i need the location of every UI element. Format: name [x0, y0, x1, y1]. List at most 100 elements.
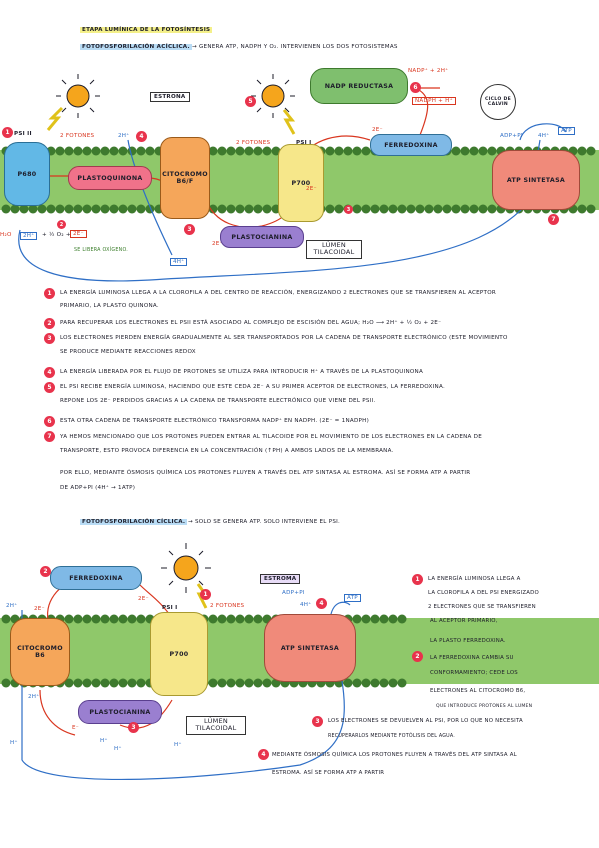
cyclic-heading: FOTOFOSFORILACIÓN CÍCLICA.	[80, 519, 188, 526]
citocromo-complex-2: CITOCROMO B6	[10, 618, 70, 686]
acyclic-heading: FOTOFOSFORILACIÓN ACÍCLICA.	[80, 44, 192, 51]
page-title: ETAPA LUMÍNICA DE LA FOTOSÍNTESIS	[80, 27, 213, 34]
cyclic-photons-label: 2 FOTONES	[210, 603, 245, 609]
ciclo-calvin-label: CICLO DE CALVIN	[484, 97, 512, 107]
psi-label: PSI I	[296, 140, 312, 146]
p700-label: P700	[291, 179, 311, 187]
step-badge-2: 2	[57, 220, 66, 229]
citocromo-label-2: CITOCROMO B6	[17, 645, 63, 659]
side-note-1-line-4: AL ACEPTOR PRIMARIO,	[430, 618, 498, 624]
cyclic-badge-3: 3	[128, 722, 139, 733]
light-bolt-1	[46, 106, 64, 131]
citocromo-complex: CITOCROMO B6/F	[160, 137, 210, 219]
step-badge-7: 7	[548, 214, 559, 225]
side-note-2-line-4: QUE INTRODUCE PROTONES AL LUMEN	[436, 704, 533, 709]
side-note-badge-1: 1	[412, 574, 423, 585]
cyclic-electrons-b: 2e⁻	[138, 596, 149, 602]
side-note-badge-3: 3	[312, 716, 323, 727]
note-badge-7: 7	[44, 431, 55, 442]
estroma-label-2: ESTROMA	[260, 574, 301, 585]
nadp-plus-label: NADP⁺ + 2H⁺	[408, 68, 449, 74]
note-4-line-1: LA ENERGÍA LIBERADA POR EL FLUJO DE PROT…	[60, 369, 424, 375]
note-badge-6: 6	[44, 416, 55, 427]
cyclic-electrons-a: 2e⁻	[34, 606, 45, 612]
cyclic-adp-pi: ADP+Pi	[282, 590, 305, 596]
cyclic-h4: 4H⁺	[300, 602, 312, 608]
note-6-line-1: ESTA OTRA CADENA DE TRANSPORTE ELECTRÓNI…	[60, 418, 370, 424]
plastoquinona-label: PLASTOQUINONA	[77, 174, 143, 182]
photons-label-b: 2 FOTONES	[236, 140, 271, 146]
proton-h-d: H⁺	[174, 742, 182, 748]
side-note-badge-2: 2	[412, 651, 423, 662]
electrons-label-a: 2e⁻	[306, 186, 317, 192]
ferredoxina-complex: FERREDOXINA	[370, 134, 452, 156]
lumen-label-1: LÚMEN TILACOIDAL	[306, 240, 362, 259]
plastocianina-label: PLASTOCIANINA	[231, 233, 293, 241]
side-note-4-line-1: MEDIANTE ÓSMOSIS QUÍMICA LOS PROTONES FL…	[272, 752, 517, 758]
side-note-3-line-2: RECUPERARLOS MEDIANTE FOTÓLISIS DEL AGUA…	[328, 734, 456, 739]
note-5-line-2: REPONE LOS 2e⁻ PERDIDOS GRACIAS A LA CAD…	[60, 398, 376, 404]
side-note-1-line-1: LA ENERGÍA LUMINOSA LLEGA A	[428, 576, 521, 582]
step-badge-3: 3	[184, 224, 195, 235]
note-7-line-4: DE ADP+Pi (4H⁺ → 1ATP)	[60, 485, 136, 491]
sun-icon-2	[251, 74, 295, 118]
proton-path-1	[18, 123, 567, 282]
cyclic-e-minus: e⁻	[72, 725, 79, 731]
lumen-label-2: LÚMEN TILACOIDAL	[186, 716, 246, 735]
step-badge-5: 5	[245, 96, 256, 107]
h4-label: 4H⁺	[538, 133, 550, 139]
ferredoxina-label: FERREDOXINA	[384, 141, 438, 149]
psi-complex-2: P700	[150, 612, 208, 696]
cyclic-psi-label: PSI I	[162, 605, 178, 611]
side-note-2-line-2: CONFORMAMIENTO; CEDE LOS	[430, 670, 518, 676]
adp-pi-label: ADP+Pi	[500, 133, 523, 139]
ciclo-calvin-circle: CICLO DE CALVIN	[480, 84, 516, 120]
h4-bottom-label: 4H⁺	[170, 258, 188, 267]
nadph-label: NADPH + H⁺	[412, 97, 456, 106]
lumen-text-2: LÚMEN TILACOIDAL	[195, 717, 237, 733]
note-badge-5: 5	[44, 382, 55, 393]
cyclic-heading-note: → SOLO SE GENERA ATP. SOLO INTERVIENE EL…	[188, 519, 341, 525]
step-badge-4a: 4	[136, 131, 147, 142]
note-7-line-2: TRANSPORTE, ESTO PROVOCA DIFERENCIA EN L…	[60, 448, 394, 454]
atp-sintetasa-complex-2: ATP SINTETASA	[264, 614, 356, 682]
side-note-1-line-5: LA PLASTO FERREDOXINA.	[430, 638, 506, 644]
psi-complex: P700	[278, 144, 324, 222]
lumen-text-1: LÚMEN TILACOIDAL	[313, 241, 355, 257]
plastocianina-complex: PLASTOCIANINA	[220, 226, 304, 248]
note-badge-2: 2	[44, 318, 55, 329]
proton-h-a: H⁺	[10, 740, 18, 746]
p700-label-2: P700	[169, 650, 189, 658]
citocromo-label: CITOCROMO B6/F	[162, 171, 208, 185]
h2-lower-label: 2H⁺	[28, 694, 40, 700]
sun-icon-3	[161, 543, 211, 593]
cyclic-badge-1: 1	[200, 589, 211, 600]
atp-sintetasa-complex: ATP SINTETASA	[492, 150, 580, 210]
estroma-label-1: ESTRONA	[150, 92, 190, 103]
cyclic-atp: ATP	[344, 594, 361, 603]
side-note-4-line-2: ESTROMA. ASÍ SE FORMA ATP A PARTIR	[272, 770, 385, 776]
h2-top-label: 2H⁺	[118, 133, 130, 139]
nadp-reductasa-label: NADP REDUCTASA	[324, 82, 394, 90]
plastoquinona-complex: PLASTOQUINONA	[68, 166, 152, 190]
oxygen-note: SE LIBERA OXÍGENO.	[74, 248, 129, 253]
psii-complex: P680	[4, 142, 50, 206]
side-note-1-line-3: 2 ELECTRONES QUE SE TRANSFIEREN	[428, 604, 536, 610]
half-o2-label: + ½ O₂ +	[42, 232, 71, 238]
sun-icon-1	[56, 74, 100, 118]
nadp-reductasa-complex: NADP REDUCTASA	[310, 68, 408, 104]
side-note-2-line-1: LA FERREDOXINA CAMBIA SU	[430, 655, 514, 661]
atp-label: ATP	[558, 127, 575, 136]
h2-left-label: 2H⁺	[6, 603, 18, 609]
note-1-line-2: PRIMARIO, LA PLASTO QUINONA.	[60, 303, 159, 309]
note-7-line-1: YA HEMOS MENCIONADO QUE LOS PROTONES PUE…	[60, 434, 482, 440]
plastocianina-complex-2: PLASTOCIANINA	[78, 700, 162, 724]
note-badge-4: 4	[44, 367, 55, 378]
note-badge-3: 3	[44, 333, 55, 344]
side-note-badge-4: 4	[258, 749, 269, 760]
side-note-3-line-1: LOS ELECTRONES SE DEVUELVEN AL PSI, POR …	[328, 718, 523, 724]
atp-sintetasa-label: ATP SINTETASA	[506, 176, 566, 184]
note-3-line-2: SE PRODUCE MEDIANTE REACCIONES REDOX	[60, 349, 196, 355]
cyclic-badge-4: 4	[316, 598, 327, 609]
p680-label: P680	[17, 170, 37, 178]
